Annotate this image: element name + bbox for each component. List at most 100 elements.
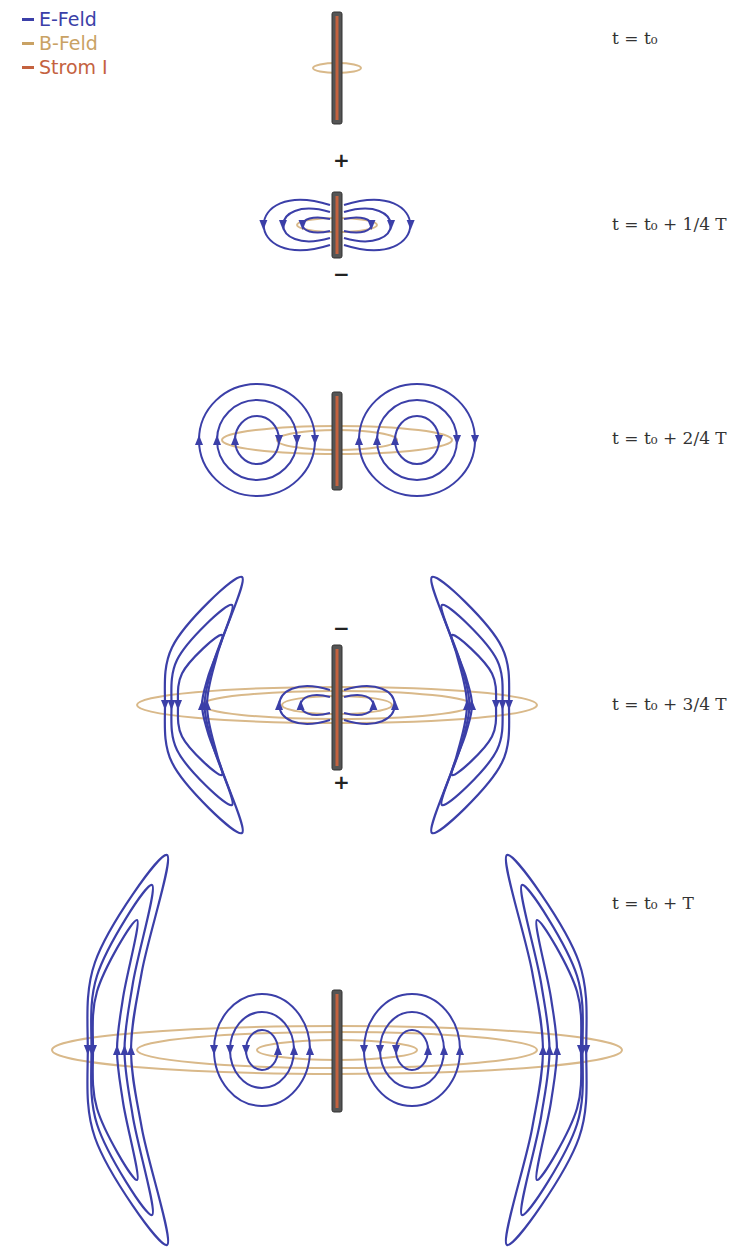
legend-text: B-Feld (39, 32, 98, 54)
field-arrow (505, 700, 513, 710)
field-arrow (369, 700, 377, 710)
field-line (230, 1012, 294, 1088)
field-line (396, 1030, 428, 1070)
field-arrow (391, 700, 399, 710)
field-line (536, 920, 581, 1180)
field-arrow (392, 1045, 400, 1055)
field-arrow (203, 700, 211, 710)
field-arrow (387, 220, 395, 230)
field-line (217, 400, 297, 480)
current-stripe (336, 649, 339, 766)
field-arrow (453, 435, 461, 445)
field-arrow (275, 700, 283, 710)
field-arrow (275, 435, 283, 445)
field-arrow (84, 1045, 92, 1055)
field-arrow (274, 1045, 282, 1055)
legend-entry: E-Feld (22, 8, 97, 30)
legend-entry: B-Feld (22, 32, 98, 54)
dipole-antenna (332, 12, 342, 124)
field-line (279, 686, 330, 724)
field-line (214, 994, 310, 1106)
polarity-sign: − (331, 264, 352, 284)
dipole-antenna (332, 192, 342, 258)
field-arrow (127, 1045, 135, 1055)
current-stripe (336, 396, 339, 486)
legend-swatch (22, 18, 34, 21)
field-arrow (113, 1045, 121, 1055)
time-label: t = t₀ + 1/4 T (612, 214, 727, 234)
field-arrow (463, 700, 471, 710)
field-arrow (311, 435, 319, 445)
field-arrow (299, 220, 307, 230)
field-line (395, 416, 439, 464)
polarity-sign: + (331, 150, 352, 170)
legend-swatch (22, 42, 34, 45)
field-line (264, 200, 330, 250)
field-line (521, 885, 583, 1215)
field-arrow (121, 1045, 129, 1055)
field-arrow (210, 1045, 218, 1055)
field-line (344, 686, 395, 724)
field-line (431, 577, 509, 833)
time-label: t = t₀ + T (612, 893, 694, 913)
field-arrow (297, 700, 305, 710)
time-label: t = t₀ + 3/4 T (612, 694, 727, 714)
field-arrow (456, 1045, 464, 1055)
dipole-antenna (332, 990, 342, 1112)
legend-entry: Strom I (22, 56, 108, 78)
e-field-lines (84, 200, 590, 1245)
field-arrow (424, 1045, 432, 1055)
field-arrow (168, 700, 176, 710)
field-arrow (213, 435, 221, 445)
field-line (359, 384, 475, 496)
field-line (87, 855, 168, 1245)
field-arrow (231, 435, 239, 445)
field-arrow (293, 435, 301, 445)
field-arrow (367, 220, 375, 230)
field-arrow (360, 1045, 368, 1055)
dipole-antenna (332, 392, 342, 490)
field-arrow (492, 700, 500, 710)
field-line (283, 209, 330, 242)
legend-text: Strom I (39, 56, 108, 78)
current-stripe (336, 196, 339, 254)
field-line (93, 920, 138, 1180)
field-arrow (226, 1045, 234, 1055)
field-line (364, 994, 460, 1106)
field-arrow (161, 700, 169, 710)
field-arrow (539, 1045, 547, 1055)
field-arrow (195, 435, 203, 445)
field-arrow (306, 1045, 314, 1055)
field-line (506, 855, 587, 1245)
field-line (91, 885, 153, 1215)
current-stripe (336, 16, 339, 120)
antennas (332, 12, 342, 1112)
field-arrow (471, 435, 479, 445)
field-arrow (290, 1045, 298, 1055)
field-arrow (259, 220, 267, 230)
field-arrow (499, 700, 507, 710)
field-line (303, 217, 330, 232)
field-arrow (174, 700, 182, 710)
time-label: t = t₀ + 2/4 T (612, 428, 727, 448)
dipole-antenna (332, 645, 342, 770)
field-arrow (435, 435, 443, 445)
polarity-sign: + (331, 772, 352, 792)
field-line (199, 384, 315, 496)
field-line (380, 1012, 444, 1088)
field-arrow (355, 435, 363, 445)
field-line (344, 200, 410, 250)
legend-swatch (22, 66, 34, 69)
current-stripe (336, 994, 339, 1108)
field-line (344, 695, 373, 715)
field-arrow (242, 1045, 250, 1055)
field-line (344, 209, 391, 242)
field-line (165, 577, 243, 833)
field-arrow (373, 435, 381, 445)
polarity-sign: − (331, 618, 352, 638)
field-line (344, 217, 371, 232)
field-line (377, 400, 457, 480)
field-arrow (582, 1045, 590, 1055)
field-arrow (546, 1045, 554, 1055)
